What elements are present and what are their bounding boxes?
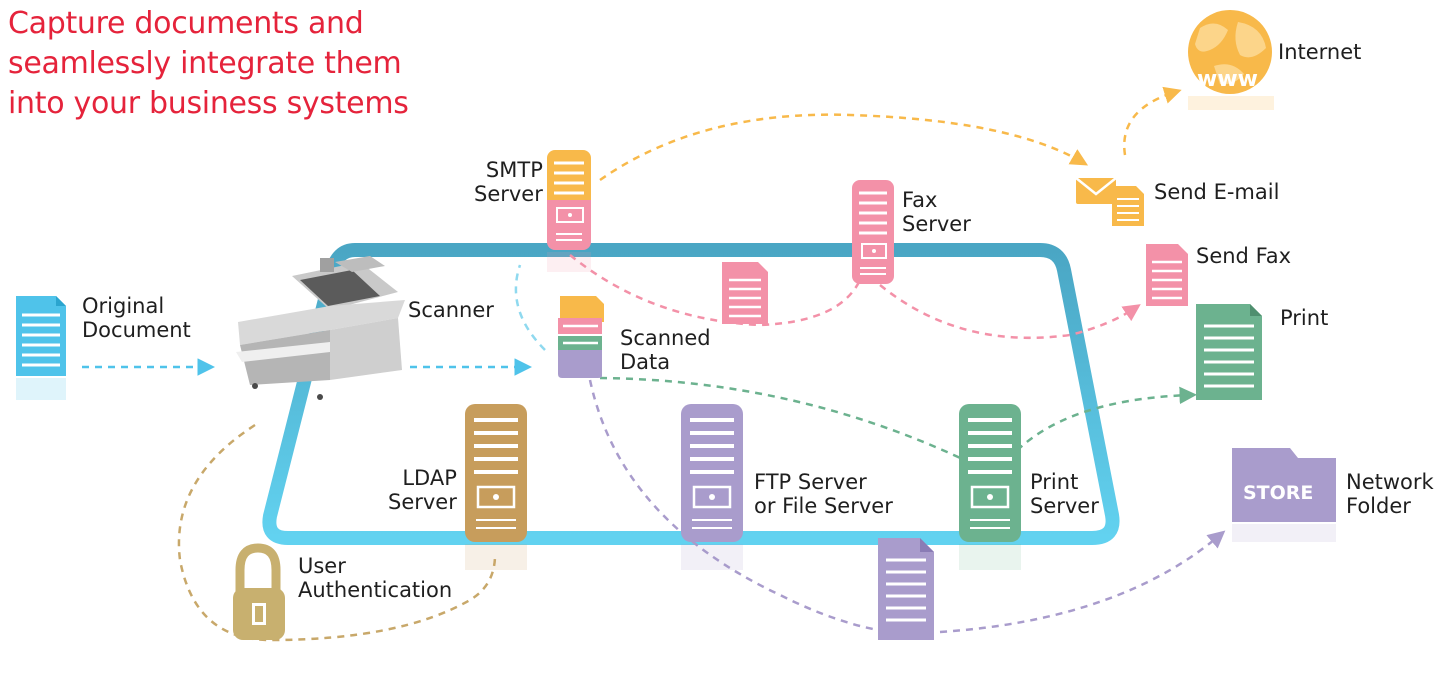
original-document-icon xyxy=(16,296,66,400)
folder-icon: STORE xyxy=(1232,448,1336,542)
label-smtp-server: SMTP Server xyxy=(474,158,543,206)
connector-print-server-to-print xyxy=(998,386,1197,471)
connector-scanner-to-auth xyxy=(177,423,497,642)
title-line-3: into your business systems xyxy=(8,86,409,121)
label-send-email: Send E-mail xyxy=(1154,180,1280,204)
label-ftp-server: FTP Server or File Server xyxy=(754,470,893,518)
label-print: Print xyxy=(1280,306,1329,330)
title-line-2: seamlessly integrate them xyxy=(8,46,402,81)
ftp-server-icon xyxy=(681,404,743,570)
label-internet: Internet xyxy=(1278,40,1362,64)
label-print-server: Print Server xyxy=(1030,470,1099,518)
title-line-1: Capture documents and xyxy=(8,6,364,41)
connector-data-to-smtp xyxy=(514,264,546,351)
label-scanner: Scanner xyxy=(408,298,494,322)
label-scanned-data: Scanned Data xyxy=(620,326,711,374)
connector-email-to-internet xyxy=(1122,86,1182,156)
label-network-folder: Network Folder xyxy=(1346,470,1434,518)
connector-data-to-print-server xyxy=(599,376,976,467)
connector-smtp-to-fax-server xyxy=(569,254,862,327)
page-title: Capture documents and seamlessly integra… xyxy=(8,4,409,124)
network-loop xyxy=(262,243,1120,545)
print-document-icon xyxy=(1196,304,1262,400)
label-original-document: Original Document xyxy=(82,294,191,342)
globe-icon: www xyxy=(1188,10,1274,110)
connector-ftp-to-folder xyxy=(939,530,1226,634)
connectors xyxy=(82,86,1226,642)
store-badge: STORE xyxy=(1243,482,1313,504)
connector-fax-to-sendfax xyxy=(879,284,1141,340)
scanned-data-icon xyxy=(558,296,604,378)
scanner-icon xyxy=(236,256,405,400)
fax-document-icon xyxy=(722,262,768,324)
print-server-icon xyxy=(959,404,1021,570)
connector-smtp-to-email xyxy=(599,113,1089,182)
connector-data-to-ftp xyxy=(588,379,891,634)
smtp-server-icon xyxy=(547,150,591,272)
send-fax-icon xyxy=(1146,244,1188,306)
ldap-server-icon xyxy=(465,404,527,570)
envelope-icon xyxy=(1075,177,1144,226)
label-fax-server: Fax Server xyxy=(902,188,971,236)
label-ldap-server: LDAP Server xyxy=(388,466,457,514)
lock-icon xyxy=(233,543,285,640)
file-document-icon xyxy=(878,538,934,640)
label-user-authentication: User Authentication xyxy=(298,554,453,602)
fax-server-icon xyxy=(852,180,894,284)
label-send-fax: Send Fax xyxy=(1196,244,1292,268)
www-text: www xyxy=(1197,67,1258,92)
